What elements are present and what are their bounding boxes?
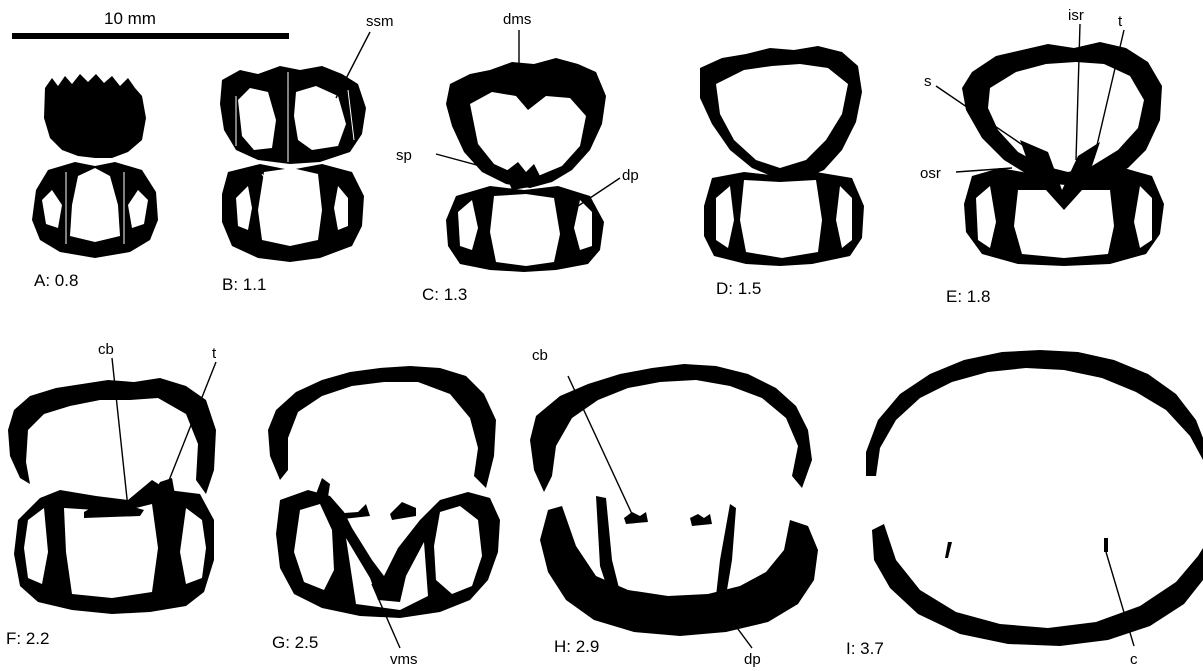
label-s: s	[924, 73, 932, 90]
label-c: c	[1130, 651, 1138, 668]
panel-f: F: 2.2 cb t	[6, 341, 217, 648]
panel-c: C: 1.3 dms sp dp	[396, 11, 639, 304]
scale-bar-label: 10 mm	[104, 9, 156, 28]
panel-h: H: 2.9 cb dp	[530, 347, 818, 668]
label-dms: dms	[503, 11, 531, 28]
panel-e-label: E: 1.8	[946, 287, 990, 306]
label-sp: sp	[396, 147, 412, 164]
panel-i-label: I: 3.7	[846, 639, 884, 658]
panel-a: A: 0.8	[32, 74, 158, 290]
panel-h-label: H: 2.9	[554, 637, 599, 656]
panel-a-label: A: 0.8	[34, 271, 78, 290]
panel-f-label: F: 2.2	[6, 629, 49, 648]
label-dp: dp	[622, 167, 639, 184]
label-ssm: ssm	[366, 13, 394, 30]
label-cb-h: cb	[532, 347, 548, 364]
label-vms: vms	[390, 651, 418, 668]
panel-i: I: 3.7 c	[846, 350, 1203, 668]
panel-g-label: G: 2.5	[272, 633, 318, 652]
panel-b-label: B: 1.1	[222, 275, 266, 294]
panel-d-label: D: 1.5	[716, 279, 761, 298]
panel-g: G: 2.5 vms	[268, 366, 500, 668]
panel-c-label: C: 1.3	[422, 285, 467, 304]
label-cb-f: cb	[98, 341, 114, 358]
panel-d: D: 1.5	[700, 46, 864, 298]
label-t-f: t	[212, 345, 217, 362]
panel-b: B: 1.1	[220, 66, 366, 294]
label-isr: isr	[1068, 7, 1084, 24]
scale-bar: 10 mm	[12, 9, 289, 39]
label-t-e: t	[1118, 13, 1123, 30]
panel-e: E: 1.8 isr t s osr	[920, 7, 1164, 306]
label-dp-h: dp	[744, 651, 761, 668]
label-osr: osr	[920, 165, 941, 182]
